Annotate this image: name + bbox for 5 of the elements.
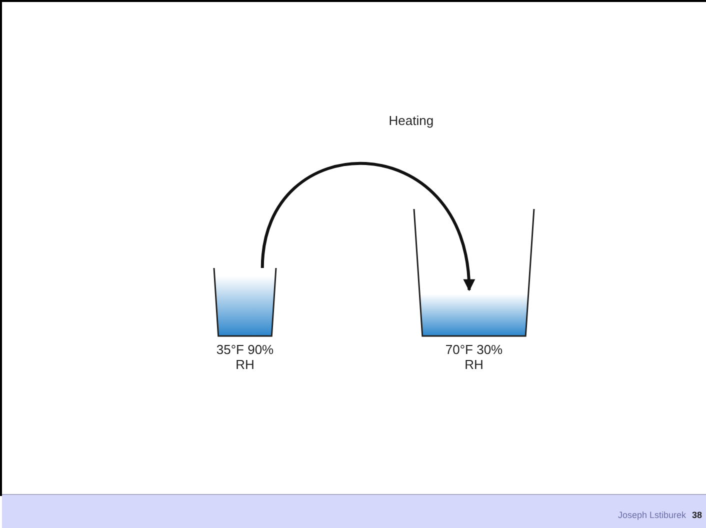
- author-name: Joseph Lstiburek: [618, 510, 686, 520]
- condition-label: 35°F 90% RH: [215, 342, 275, 372]
- condition-label: 70°F 30% RH: [444, 342, 504, 372]
- curved-arrow: [260, 162, 474, 292]
- page-number: 38: [692, 510, 702, 520]
